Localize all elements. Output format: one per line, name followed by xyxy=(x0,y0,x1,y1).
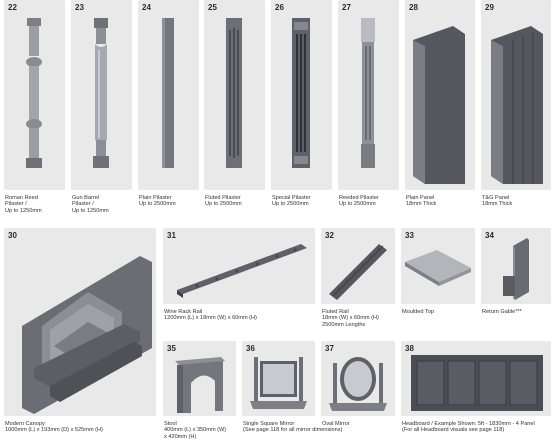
product-tile-34: 34 xyxy=(481,228,551,304)
product-tile-22: 22 xyxy=(4,0,65,190)
product-tile-32: 32 xyxy=(321,228,395,304)
item-number: 29 xyxy=(485,3,494,12)
caption-line-2: 18mm Thick xyxy=(406,201,437,208)
item-number: 30 xyxy=(8,231,17,240)
caption-line-1: Wine Rack Rail xyxy=(164,309,203,315)
product-tile-35: 35 xyxy=(163,341,236,416)
caption-line-2: Up to 2500mm xyxy=(205,201,242,208)
caption-line-1: Plain Pilaster xyxy=(139,195,172,201)
caption-line-2: Pilaster / xyxy=(5,201,27,208)
caption-line-2: (See page 118 for all mirror dimensions) xyxy=(243,427,343,434)
caption-line-2: 18mm (W) x 60mm (H) xyxy=(322,315,379,322)
caption-line-2: 18mm Thick xyxy=(482,201,513,208)
item-number: 22 xyxy=(8,3,17,12)
caption-line-2: Up to 2500mm xyxy=(339,201,376,208)
caption-line-3: x 420mm (H) xyxy=(164,433,197,440)
wine-rack-rail-image xyxy=(177,244,307,298)
product-tile-23: 23 xyxy=(71,0,132,190)
special-pilaster-image xyxy=(292,18,310,168)
caption-line-3: Up to 1250mm xyxy=(5,207,42,214)
product-tile-28: 28 xyxy=(405,0,475,190)
gun-barrel-pilaster-image xyxy=(93,18,109,168)
product-tile-37: 37 xyxy=(321,341,395,416)
item-number: 36 xyxy=(246,344,255,353)
caption-line-1: Return Gable*** xyxy=(482,309,522,315)
item-number: 35 xyxy=(167,344,176,353)
item-number: 31 xyxy=(167,231,176,240)
caption-line-1: Plain Panel xyxy=(406,195,435,201)
caption-line-1: Moulded Top xyxy=(402,309,434,315)
caption-line-1: Fluted Pilaster xyxy=(205,195,241,201)
oval-mirror-image xyxy=(329,357,387,411)
caption-line-1: Reeded Pilaster xyxy=(339,195,379,201)
item-number: 37 xyxy=(325,344,334,353)
item-number: 23 xyxy=(75,3,84,12)
product-tile-31: 31 xyxy=(163,228,315,304)
product-tile-29: 29 xyxy=(481,0,551,190)
product-tile-33: 33 xyxy=(401,228,475,304)
tg-panel-image xyxy=(491,26,543,184)
return-gable-image xyxy=(503,238,529,300)
item-number: 32 xyxy=(325,231,334,240)
item-number: 28 xyxy=(409,3,418,12)
moulded-top-image xyxy=(405,250,471,286)
caption-line-3: 2500mm Lengths xyxy=(322,321,366,328)
plain-pilaster-image xyxy=(162,18,174,168)
caption-line-1: Modern Canopy xyxy=(5,421,45,427)
product-tile-27: 27 xyxy=(338,0,399,190)
caption-line-1: Headboard / Example Shown: 5ft - 1830mm … xyxy=(402,421,535,427)
caption-line-2: 1200mm (L) x 18mm (W) x 60mm (H) xyxy=(164,315,257,322)
modern-canopy-image xyxy=(22,256,152,414)
roman-reed-pilaster-image xyxy=(26,18,42,168)
single-square-mirror-image xyxy=(250,357,307,409)
item-number: 27 xyxy=(342,3,351,12)
item-number: 24 xyxy=(142,3,151,12)
item-number: 25 xyxy=(208,3,217,12)
caption-line-1: Gun Barrel xyxy=(72,195,100,201)
product-tile-25: 25 xyxy=(204,0,265,190)
product-tile-24: 24 xyxy=(138,0,199,190)
stool-image xyxy=(175,357,225,413)
caption-line-2: Up to 2500mm xyxy=(139,201,176,208)
item-number: 33 xyxy=(405,231,414,240)
caption-line-1: Stool xyxy=(164,421,177,427)
caption-line-3: Up to 1250mm xyxy=(72,207,109,214)
caption-line-1: Single Square Mirror xyxy=(243,421,295,427)
fluted-pilaster-image xyxy=(226,18,242,168)
caption-line-2: Up to 2500mm xyxy=(272,201,309,208)
reeded-pilaster-image xyxy=(361,18,375,168)
item-number: 34 xyxy=(485,231,494,240)
product-tile-36: 36 xyxy=(242,341,315,416)
item-number: 26 xyxy=(275,3,284,12)
product-tile-38: 38 xyxy=(401,341,551,416)
caption-line-2: Pilaster / xyxy=(72,201,94,208)
caption-line-1: Oval Mirror xyxy=(322,421,350,427)
caption-line-1: T&G Panel xyxy=(482,195,510,201)
item-number: 38 xyxy=(405,344,414,353)
caption-line-2: 400mm (L) x 350mm (W) xyxy=(164,427,227,434)
caption-line-2: (For all Headboard visuals see page 118) xyxy=(402,427,505,434)
caption-line-1: Special Pilaster xyxy=(272,195,311,201)
caption-line-1: Roman Reed xyxy=(5,195,38,201)
headboard-image xyxy=(411,355,543,411)
product-tile-30: 30 xyxy=(4,228,156,416)
caption-line-2: 1000mm (L) x 193mm (D) x 525mm (H) xyxy=(5,427,103,434)
product-tile-26: 26 xyxy=(271,0,332,190)
fluted-rail-image xyxy=(329,244,387,300)
caption-line-1: Fluted Rail xyxy=(322,309,349,315)
plain-panel-image xyxy=(413,26,465,184)
